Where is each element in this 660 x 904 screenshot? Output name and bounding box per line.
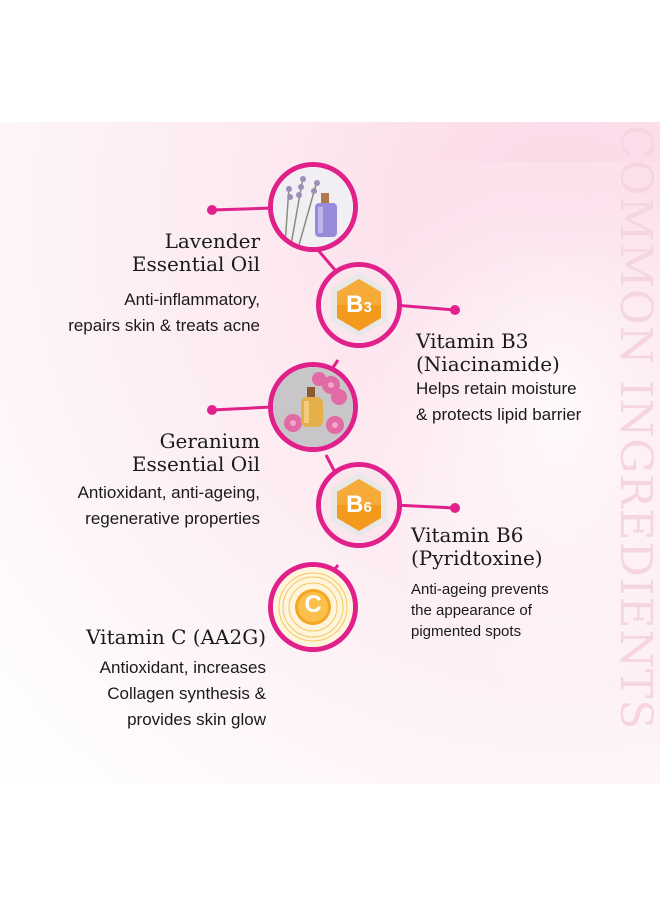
- vitamin-c-title: Vitamin C (AA2G): [86, 625, 266, 649]
- vitamin-b3-title: Vitamin B3 (Niacinamide): [416, 329, 560, 376]
- geranium-title: Geranium Essential Oil: [131, 429, 260, 476]
- geranium-description: Antioxidant, anti-ageing, regenerative p…: [77, 483, 260, 528]
- b6-badge-letter: B: [346, 491, 364, 518]
- vitamin-c-badge-letter: C: [304, 591, 322, 618]
- vitamin-c-description: Antioxidant, increases Collagen synthesi…: [99, 658, 266, 729]
- lavender-image: [268, 162, 358, 252]
- vitamin-b3-description: Helps retain moisture & protects lipid b…: [416, 379, 582, 424]
- vertical-title: COMMON INGREDIENTS: [610, 125, 660, 731]
- lavender-title: Lavender Essential Oil: [131, 229, 260, 276]
- b6-badge-sub: 6: [363, 499, 372, 516]
- vitamin-b6-title: Vitamin B6 (Pyridtoxine): [411, 523, 543, 570]
- lavender-description: Anti-inflammatory, repairs skin & treats…: [68, 290, 260, 335]
- vitamin-b6-badge: B6: [316, 462, 402, 548]
- vitamin-b6-description: Anti-ageing prevents the appearance of p…: [411, 581, 549, 640]
- vitamin-c-image: C: [268, 562, 358, 652]
- vitamin-b3-badge: B3: [316, 262, 402, 348]
- geranium-image: [268, 362, 358, 452]
- b3-badge-sub: 3: [363, 299, 372, 316]
- b3-badge-letter: B: [346, 291, 364, 318]
